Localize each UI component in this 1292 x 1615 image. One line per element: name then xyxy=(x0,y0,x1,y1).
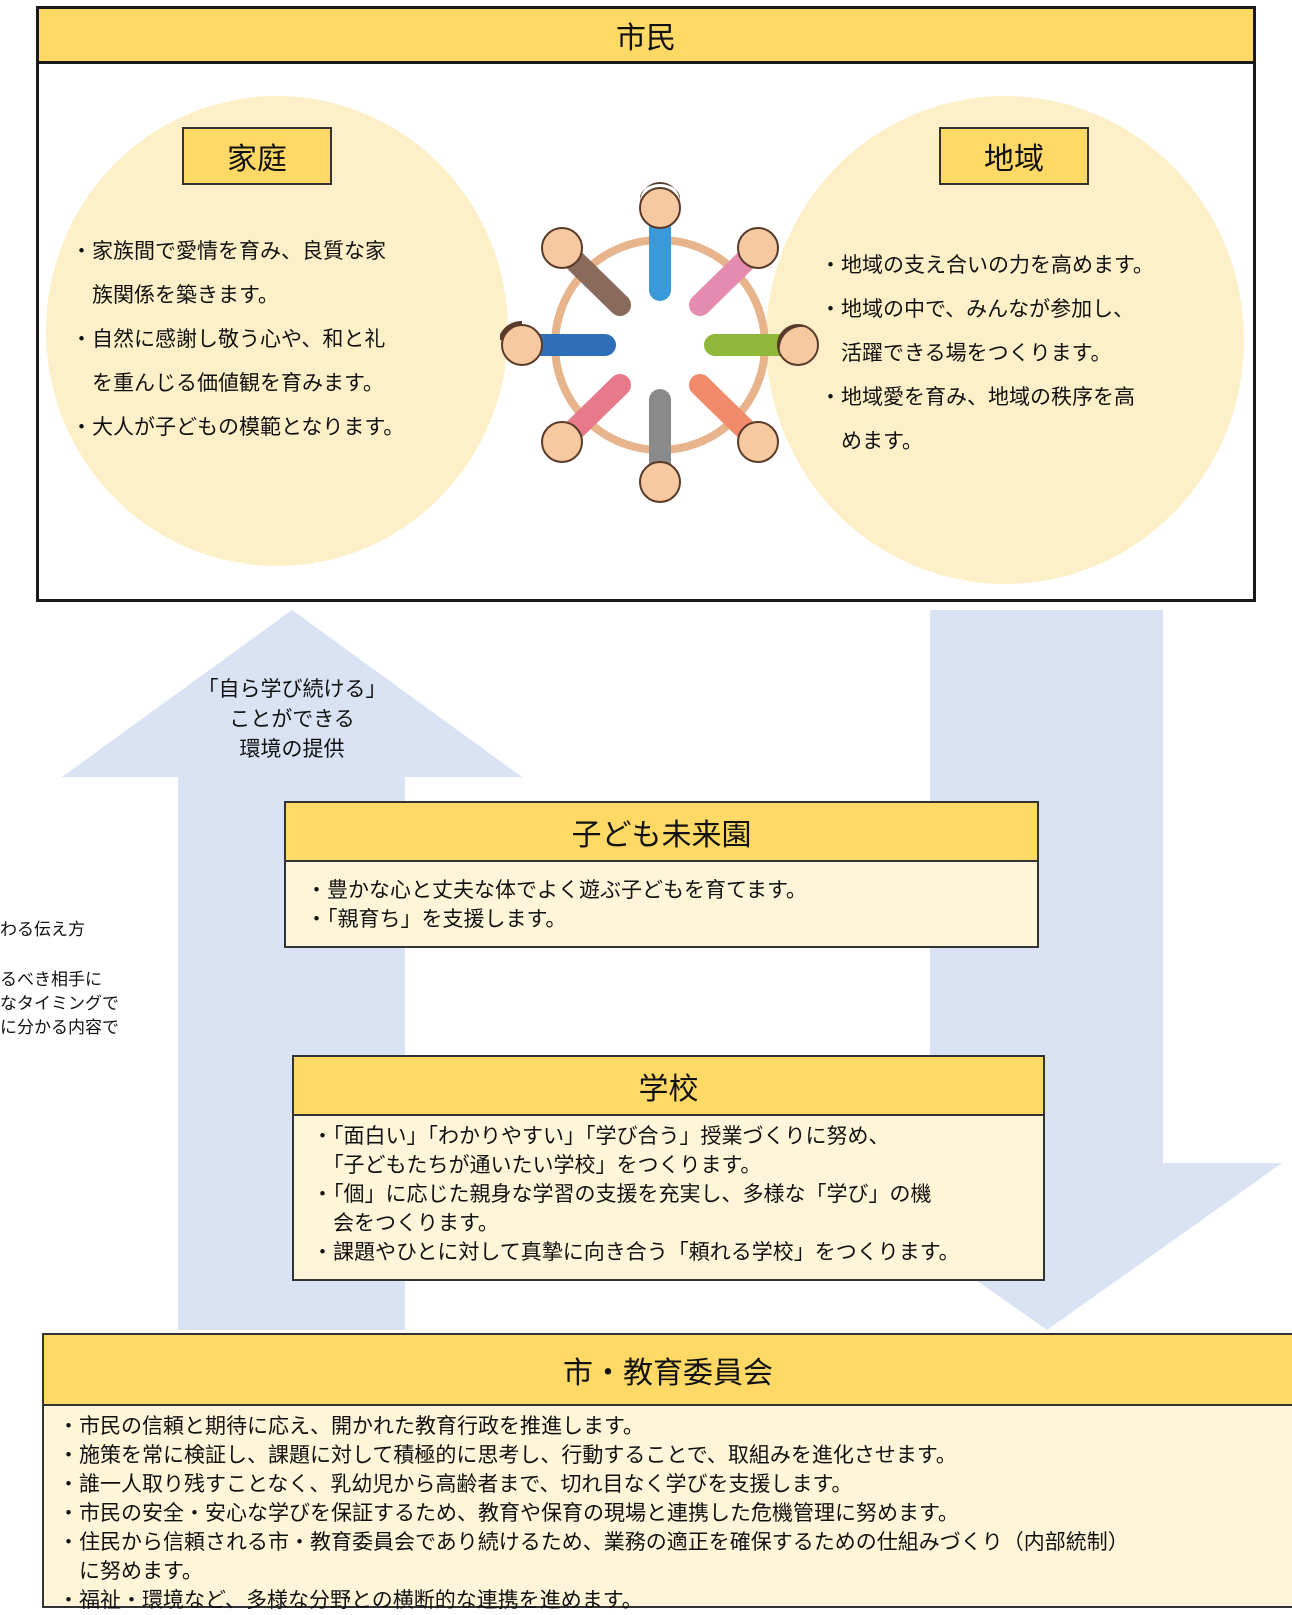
board-line: ・施策を常に検証し、課題に対して積極的に思考し、行動することで、取組みを進化させ… xyxy=(58,1443,957,1467)
side-note-line: に分かる内容で xyxy=(0,1018,119,1038)
up-arrow-line: ことができる xyxy=(229,707,355,731)
board-line: ・市民の信頼と期待に応え、開かれた教育行政を推進します。 xyxy=(58,1414,644,1438)
family-line: を重んじる価値観を育みます。 xyxy=(71,371,384,395)
kindergarten-line: ・「親育ち」を支援します。 xyxy=(306,907,567,931)
community-line: めます。 xyxy=(820,429,923,453)
board-line: ・誰一人取り残すことなく、乳幼児から高齢者まで、切れ目なく学びを支援します。 xyxy=(58,1472,853,1496)
side-note-top: わる伝え方 xyxy=(0,918,85,942)
community-label: 地域 xyxy=(939,127,1089,185)
community-line: ・地域の中で、みんなが参加し、 xyxy=(820,297,1135,321)
community-line: ・地域の支え合いの力を高めます。 xyxy=(820,253,1154,277)
community-bullets: ・地域の支え合いの力を高めます。 ・地域の中で、みんなが参加し、 活躍できる場を… xyxy=(820,243,1240,463)
family-line: ・自然に感謝し敬う心や、和と礼 xyxy=(71,327,386,351)
side-note-line: なタイミングで xyxy=(0,994,119,1014)
citizen-title: 市民 xyxy=(616,21,676,56)
board-header: 市・教育委員会 xyxy=(44,1335,1292,1406)
up-arrow xyxy=(62,610,522,1330)
community-line: 活躍できる場をつくります。 xyxy=(820,341,1112,365)
board-line: ・住民から信頼される市・教育委員会であり続けるため、業務の適正を確保するための仕… xyxy=(58,1530,1129,1554)
kindergarten-box: 子ども未来園 ・豊かな心と丈夫な体でよく遊ぶ子どもを育てます。 ・「親育ち」を支… xyxy=(284,801,1039,948)
school-line: ・「面白い」「わかりやすい」「学び合う」授業づくりに努め、 xyxy=(312,1124,890,1148)
family-label: 家庭 xyxy=(182,127,332,185)
family-label-text: 家庭 xyxy=(227,142,287,177)
school-line: 会をつくります。 xyxy=(312,1211,499,1235)
community-label-text: 地域 xyxy=(984,142,1044,177)
board-box: 市・教育委員会 ・市民の信頼と期待に応え、開かれた教育行政を推進します。 ・施策… xyxy=(42,1333,1292,1612)
up-arrow-text: 「自ら学び続ける」 ことができる 環境の提供 xyxy=(152,674,432,764)
up-arrow-line: 「自ら学び続ける」 xyxy=(197,677,387,701)
school-line: 「子どもたちが通いたい学校」をつくります。 xyxy=(312,1153,762,1177)
up-arrow-line: 環境の提供 xyxy=(239,737,345,761)
down-arrow xyxy=(810,610,1282,1330)
kindergarten-body: ・豊かな心と丈夫な体でよく遊ぶ子どもを育てます。 ・「親育ち」を支援します。 xyxy=(286,862,1037,934)
side-note-line: わる伝え方 xyxy=(0,920,85,940)
family-bullets: ・家族間で愛情を育み、良質な家 族関係を築きます。 ・自然に感謝し敬う心や、和と… xyxy=(71,229,451,449)
kindergarten-header: 子ども未来園 xyxy=(286,803,1037,862)
kindergarten-line: ・豊かな心と丈夫な体でよく遊ぶ子どもを育てます。 xyxy=(306,878,807,902)
side-note-bottom: るべき相手に なタイミングで に分かる内容で xyxy=(0,968,119,1040)
family-line: ・大人が子どもの模範となります。 xyxy=(71,415,405,439)
board-line: ・福祉・環境など、多様な分野との横断的な連携を進めます。 xyxy=(58,1588,643,1612)
board-line: に努めます。 xyxy=(58,1559,203,1583)
family-line: ・家族間で愛情を育み、良質な家 xyxy=(71,239,386,263)
board-body: ・市民の信頼と期待に応え、開かれた教育行政を推進します。 ・施策を常に検証し、課… xyxy=(44,1406,1292,1615)
board-line: ・市民の安全・安心な学びを保証するため、教育や保育の現場と連携した危機管理に努め… xyxy=(58,1501,959,1525)
school-line: ・「個」に応じた親身な学習の支援を充実し、多様な「学び」の機 xyxy=(312,1182,932,1206)
school-body: ・「面白い」「わかりやすい」「学び合う」授業づくりに努め、 「子どもたちが通いた… xyxy=(294,1116,1043,1267)
board-title: 市・教育委員会 xyxy=(563,1355,773,1391)
school-header: 学校 xyxy=(294,1057,1043,1116)
family-line: 族関係を築きます。 xyxy=(71,283,279,307)
people-circle-illustration xyxy=(500,182,819,503)
citizen-header: 市民 xyxy=(36,6,1256,64)
side-note-line: るべき相手に xyxy=(0,970,102,990)
community-line: ・地域愛を育み、地域の秩序を高 xyxy=(820,385,1135,409)
school-title: 学校 xyxy=(638,1071,699,1107)
school-box: 学校 ・「面白い」「わかりやすい」「学び合う」授業づくりに努め、 「子どもたちが… xyxy=(292,1055,1045,1281)
school-line: ・課題やひとに対して真摯に向き合う「頼れる学校」をつくります。 xyxy=(312,1240,960,1264)
kindergarten-title: 子ども未来園 xyxy=(571,817,752,853)
